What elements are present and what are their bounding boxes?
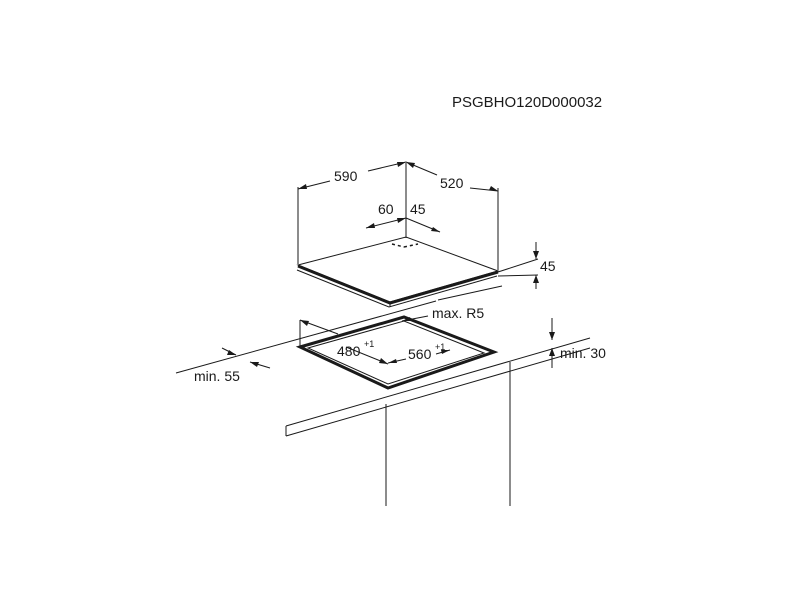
corner-radius-label: max. R5 [432, 305, 484, 321]
height-dimension [533, 242, 539, 289]
hob-outline [296, 236, 500, 308]
clearance-label: min. 30 [560, 345, 606, 361]
height-label: 45 [540, 258, 556, 274]
cutout-width-dimension [387, 349, 451, 364]
drawing-code: PSGBHO120D000032 [452, 94, 602, 111]
depth-dimension [405, 161, 499, 192]
front-distance-dimension [221, 347, 271, 369]
cutout-width-label: 560 [408, 346, 432, 362]
clearance-dimension [549, 318, 555, 368]
front-distance-label: min. 55 [194, 368, 240, 384]
cutout-width-tolerance: +1 [435, 342, 445, 352]
cabinet-sides [385, 362, 511, 506]
cutout-depth-label: 480 [337, 343, 361, 359]
cutout-depth-tolerance: +1 [364, 339, 374, 349]
corner-radius-leader [401, 315, 429, 322]
gas-offset-dimensions [365, 205, 441, 238]
width-label: 590 [334, 168, 358, 184]
gas-offset-x-label: 60 [378, 201, 394, 217]
hob-extension-lines [297, 163, 539, 277]
depth-label: 520 [440, 175, 464, 191]
cutout-outline [295, 315, 499, 390]
width-dimension [297, 161, 407, 190]
worktop [175, 285, 591, 437]
cutout-depth-dimension [299, 319, 389, 365]
gas-offset-y-label: 45 [410, 201, 426, 217]
